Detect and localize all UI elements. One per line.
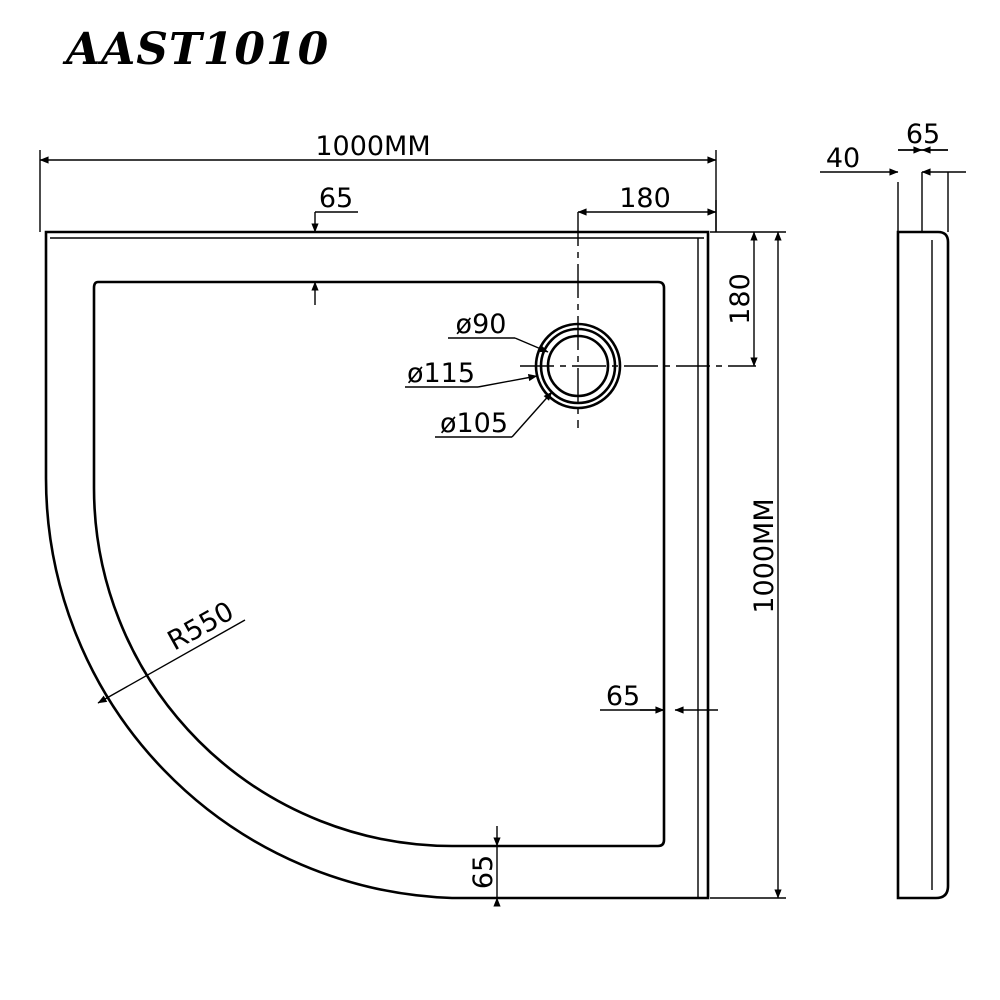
dimension-waste-offset-y: 180 xyxy=(710,231,760,367)
radius-label: R550 xyxy=(163,596,240,657)
dimension-radius: R550 xyxy=(97,596,246,704)
dimension-waste-offset-x: 180 xyxy=(577,183,717,232)
rim-right-label: 65 xyxy=(606,681,640,712)
dimension-rim-bottom: 65 xyxy=(468,826,501,907)
rim-bottom-label: 65 xyxy=(468,855,499,889)
dimension-profile-width: 65 xyxy=(898,119,948,154)
waste-offset-y-label: 180 xyxy=(725,273,756,325)
dimension-overall-width: 1000MM xyxy=(39,131,717,232)
dimension-waste-diameters: ø90 ø115 ø105 xyxy=(405,309,553,439)
tray-outer-outline xyxy=(44,230,710,900)
waste-offset-x-label: 180 xyxy=(619,183,671,214)
waste-dia-115-label: ø115 xyxy=(407,358,475,389)
waste-dia-90-label: ø90 xyxy=(456,309,507,340)
tray-inner-outline xyxy=(92,280,666,848)
overall-width-label: 1000MM xyxy=(315,131,430,162)
overall-depth-label: 1000MM xyxy=(749,498,780,613)
profile-height-label: 40 xyxy=(826,143,860,174)
dimension-overall-depth: 1000MM xyxy=(710,231,786,899)
rim-top-label: 65 xyxy=(319,183,353,214)
waste-outlet xyxy=(520,212,756,428)
model-title: AAST1010 xyxy=(62,24,329,75)
dimension-rim-top: 65 xyxy=(311,183,358,305)
tray-side-profile xyxy=(896,172,950,900)
profile-width-label: 65 xyxy=(906,119,940,150)
waste-dia-105-label: ø105 xyxy=(440,408,508,439)
dimension-profile-height: 40 xyxy=(820,143,966,176)
dimension-rim-right: 65 xyxy=(600,681,718,714)
